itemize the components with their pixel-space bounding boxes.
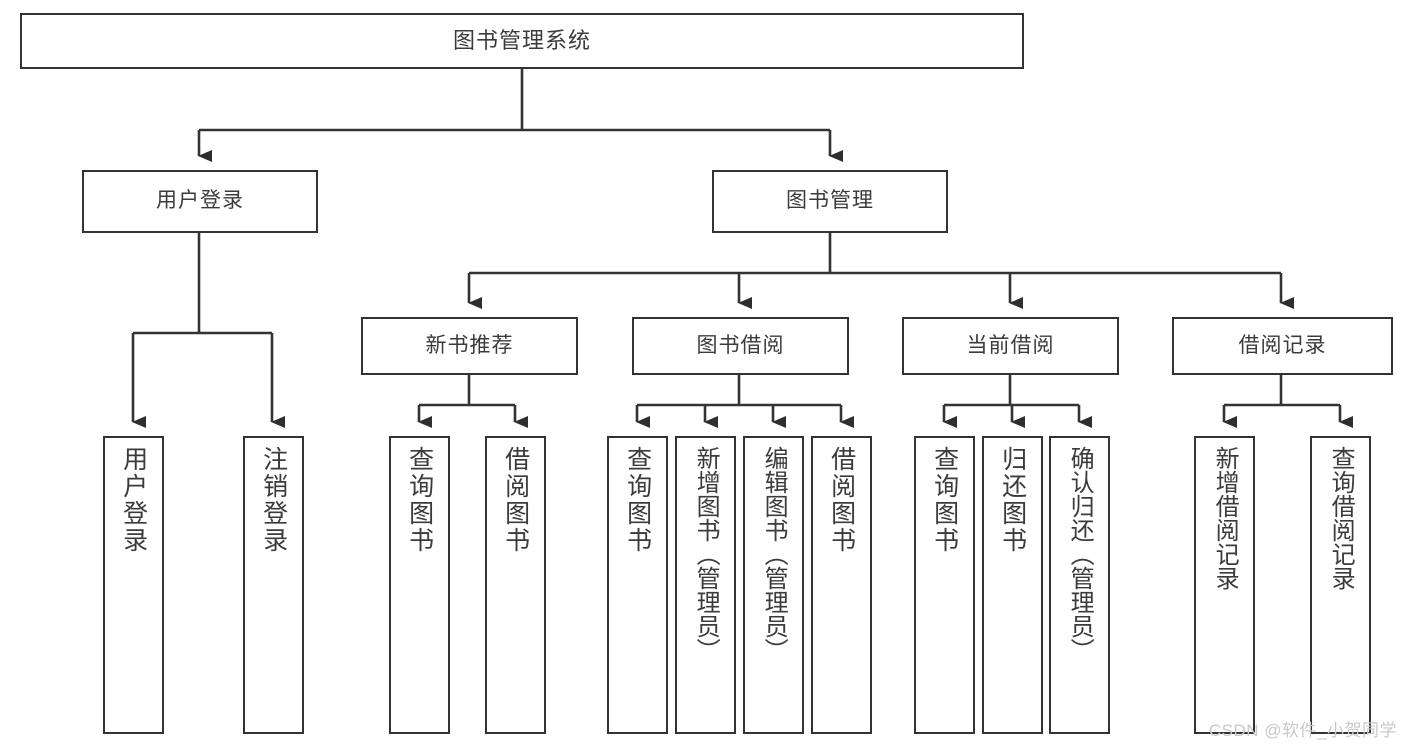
node-new-book-rec-label: 新书推荐 xyxy=(425,333,514,357)
node-root[interactable]: 图书管理系统 xyxy=(20,13,1024,69)
node-leaf-user-login-label: 用户登录 xyxy=(119,446,148,554)
node-leaf-query-book-1[interactable]: 查询图书 xyxy=(389,436,450,734)
node-current-borrow-label: 当前借阅 xyxy=(966,333,1055,357)
node-user-login[interactable]: 用户登录 xyxy=(82,170,318,233)
csdn-watermark: CSDN @软件_小贺同学 xyxy=(1208,721,1397,740)
node-book-manage-label: 图书管理 xyxy=(786,189,874,213)
node-leaf-query-record[interactable]: 查询借阅记录 xyxy=(1310,436,1371,734)
node-borrow-record[interactable]: 借阅记录 xyxy=(1172,317,1393,375)
node-leaf-return-book[interactable]: 归还图书 xyxy=(982,436,1043,734)
node-leaf-return-book-label: 归还图书 xyxy=(998,446,1027,554)
node-leaf-add-book[interactable]: 新增图书（管理员） xyxy=(675,436,736,734)
node-leaf-add-record-label: 新增借阅记录 xyxy=(1211,446,1239,590)
node-leaf-edit-book[interactable]: 编辑图书（管理员） xyxy=(743,436,804,734)
node-book-manage[interactable]: 图书管理 xyxy=(712,170,948,233)
node-leaf-confirm-return-label: 确认归还（管理员） xyxy=(1066,446,1094,662)
node-leaf-add-record[interactable]: 新增借阅记录 xyxy=(1194,436,1255,734)
node-leaf-edit-book-label: 编辑图书（管理员） xyxy=(760,446,788,662)
node-leaf-add-book-label: 新增图书（管理员） xyxy=(692,446,720,662)
node-user-login-label: 用户登录 xyxy=(156,189,244,213)
node-new-book-rec[interactable]: 新书推荐 xyxy=(361,317,578,375)
node-borrow-record-label: 借阅记录 xyxy=(1238,333,1327,357)
node-leaf-query-book-1-label: 查询图书 xyxy=(405,446,434,554)
node-leaf-user-login[interactable]: 用户登录 xyxy=(103,436,164,734)
node-leaf-borrow-book-2-label: 借阅图书 xyxy=(827,446,856,554)
node-root-label: 图书管理系统 xyxy=(452,28,591,54)
node-leaf-query-book-3[interactable]: 查询图书 xyxy=(914,436,975,734)
node-leaf-borrow-book-2[interactable]: 借阅图书 xyxy=(811,436,872,734)
node-leaf-query-book-2-label: 查询图书 xyxy=(623,446,652,554)
node-leaf-borrow-book-1[interactable]: 借阅图书 xyxy=(485,436,546,734)
node-leaf-logout-label: 注销登录 xyxy=(259,446,288,554)
node-leaf-logout[interactable]: 注销登录 xyxy=(243,436,304,734)
node-leaf-confirm-return[interactable]: 确认归还（管理员） xyxy=(1049,436,1110,734)
node-book-borrow-label: 图书借阅 xyxy=(696,333,785,357)
node-book-borrow[interactable]: 图书借阅 xyxy=(632,317,849,375)
node-current-borrow[interactable]: 当前借阅 xyxy=(902,317,1119,375)
node-leaf-borrow-book-1-label: 借阅图书 xyxy=(501,446,530,554)
node-leaf-query-record-label: 查询借阅记录 xyxy=(1327,446,1355,590)
node-leaf-query-book-3-label: 查询图书 xyxy=(930,446,959,554)
node-leaf-query-book-2[interactable]: 查询图书 xyxy=(607,436,668,734)
